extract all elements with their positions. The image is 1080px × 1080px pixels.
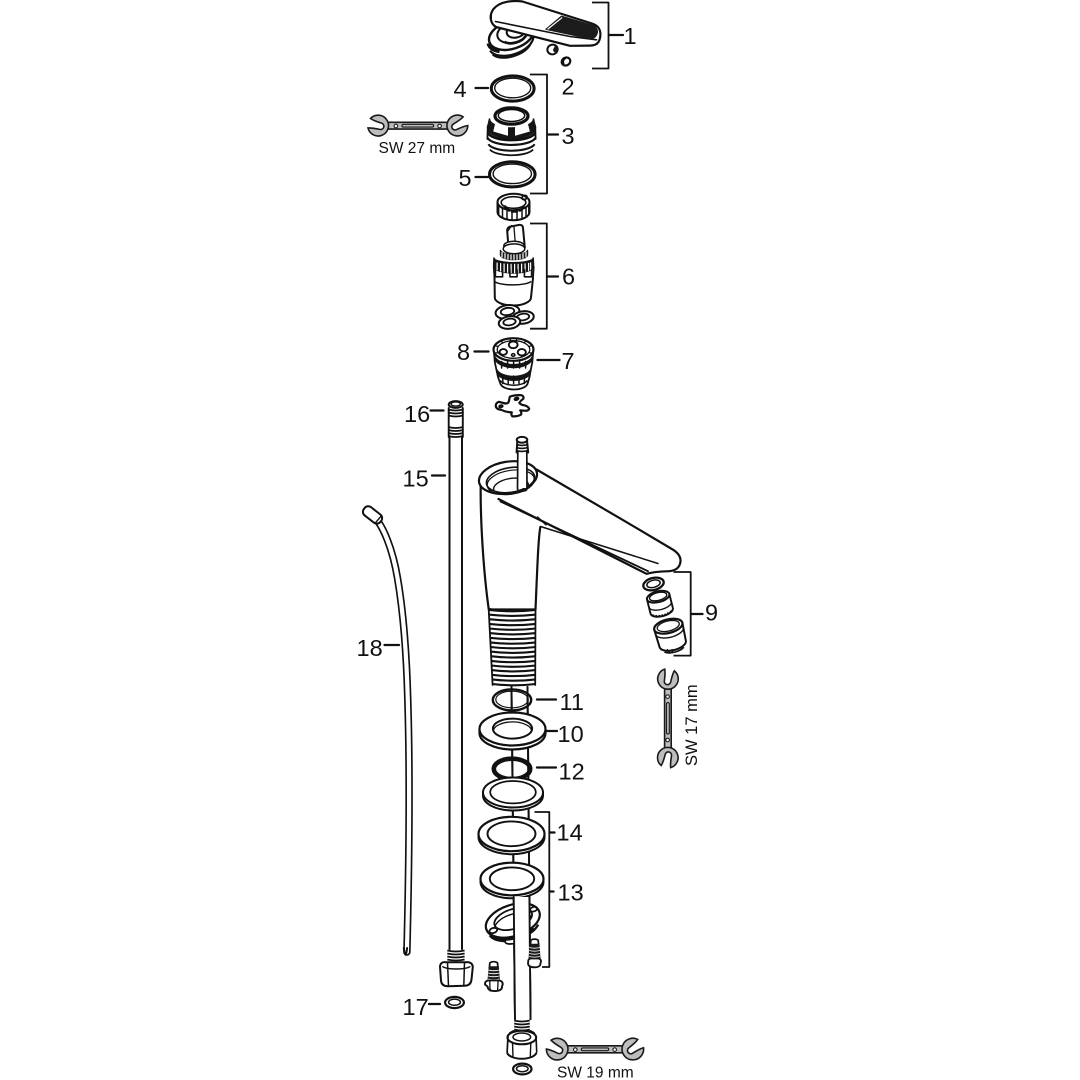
svg-text:4: 4 [454, 76, 467, 102]
svg-text:12: 12 [559, 759, 585, 785]
svg-text:10: 10 [558, 721, 584, 747]
svg-text:1: 1 [624, 23, 637, 49]
svg-text:15: 15 [403, 466, 429, 492]
svg-text:17: 17 [403, 994, 429, 1020]
svg-text:SW 17 mm: SW 17 mm [683, 684, 701, 766]
svg-text:2: 2 [562, 74, 575, 100]
svg-text:9: 9 [705, 600, 718, 626]
svg-text:13: 13 [558, 880, 584, 906]
svg-text:18: 18 [357, 635, 383, 661]
svg-text:16: 16 [404, 401, 430, 427]
svg-text:8: 8 [457, 339, 470, 365]
svg-text:6: 6 [562, 264, 575, 290]
svg-text:SW 19 mm: SW 19 mm [557, 1065, 634, 1080]
svg-text:3: 3 [562, 123, 575, 149]
svg-text:14: 14 [557, 820, 583, 846]
svg-text:11: 11 [560, 689, 584, 715]
svg-text:SW 27 mm: SW 27 mm [379, 140, 456, 157]
svg-text:5: 5 [459, 165, 472, 191]
svg-text:7: 7 [562, 348, 575, 374]
